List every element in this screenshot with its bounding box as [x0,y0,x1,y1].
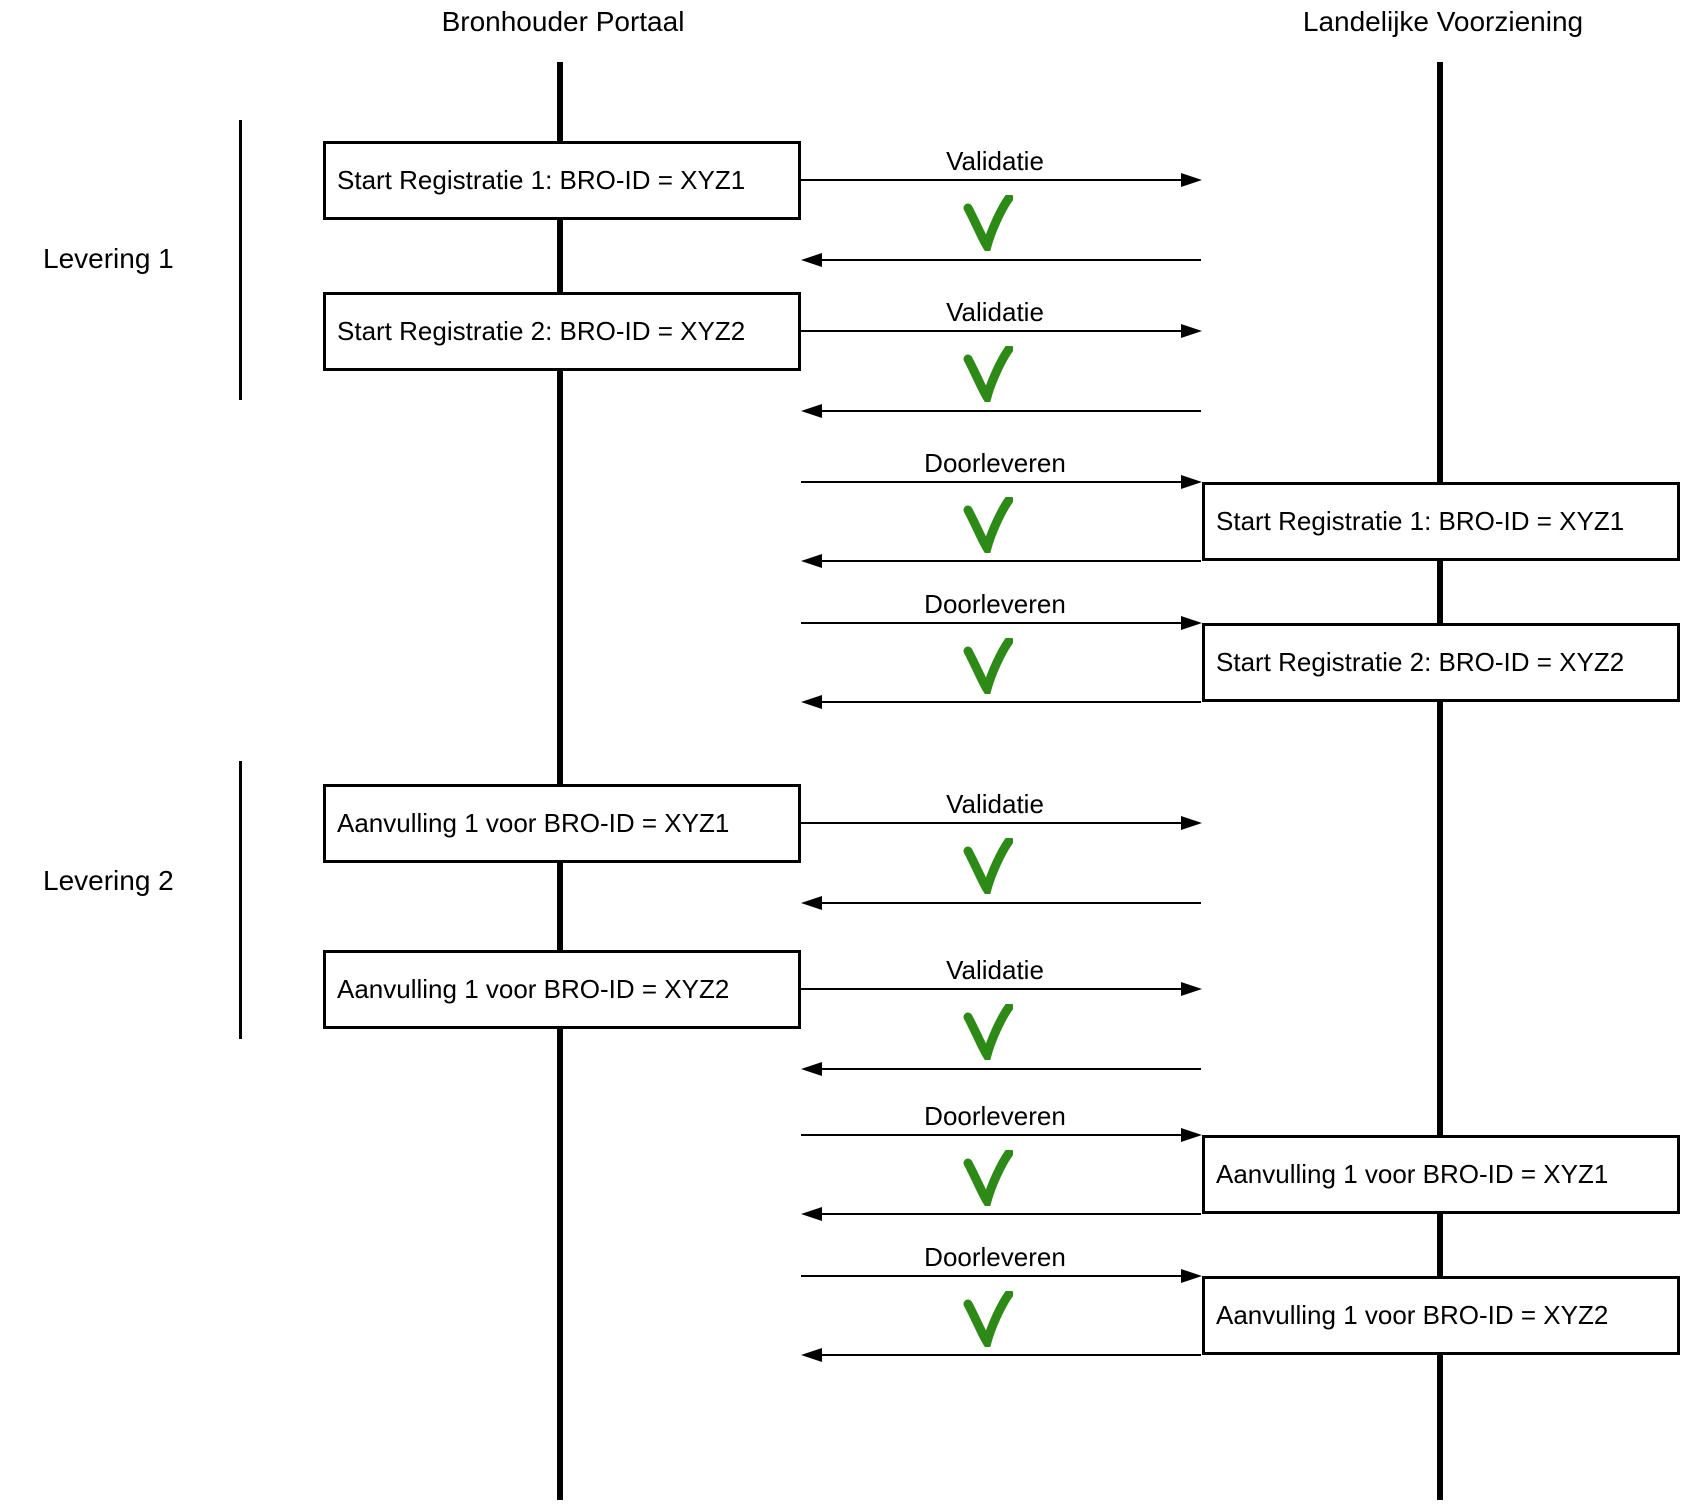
checkmark-icon [963,838,1013,894]
actor-title-bronhouder-portaal: Bronhouder Portaal [441,6,685,37]
arrow-right-icon [1181,475,1202,489]
forward-arrow [801,1275,1182,1277]
group-label-levering-1: Levering 1 [43,243,174,274]
arrow-left-icon [801,695,822,709]
arrow-left-icon [801,554,822,568]
arrow-label-doorleveren: Doorleveren [924,1101,1066,1131]
forward-arrow [801,622,1182,624]
message-box-lv-aanvulling-1-xyz2: Aanvulling 1 voor BRO-ID = XYZ2 [1202,1276,1680,1355]
forward-arrow [801,179,1182,181]
checkmark-icon [963,1150,1013,1206]
arrow-left-icon [801,253,822,267]
checkmark-icon [963,1004,1013,1060]
return-arrow [821,701,1201,703]
arrow-right-icon [1181,616,1202,630]
arrow-right-icon [1181,173,1202,187]
arrow-label-doorleveren: Doorleveren [924,1242,1066,1272]
forward-arrow [801,1134,1182,1136]
arrow-label-validatie: Validatie [946,789,1044,819]
arrow-left-icon [801,1207,822,1221]
return-arrow [821,560,1201,562]
arrow-right-icon [1181,982,1202,996]
arrow-right-icon [1181,1269,1202,1283]
arrow-right-icon [1181,1128,1202,1142]
arrow-label-validatie: Validatie [946,955,1044,985]
message-box-lv-aanvulling-1-xyz1: Aanvulling 1 voor BRO-ID = XYZ1 [1202,1135,1680,1214]
return-arrow [821,1354,1201,1356]
forward-arrow [801,822,1182,824]
forward-arrow [801,988,1182,990]
return-arrow [821,410,1201,412]
checkmark-icon [963,195,1013,251]
checkmark-icon [963,1291,1013,1347]
message-box-aanvulling-1-xyz2: Aanvulling 1 voor BRO-ID = XYZ2 [323,950,801,1029]
arrow-right-icon [1181,816,1202,830]
forward-arrow [801,481,1182,483]
arrow-left-icon [801,1062,822,1076]
arrow-label-validatie: Validatie [946,297,1044,327]
forward-arrow [801,330,1182,332]
group-bracket-levering-1 [239,120,242,400]
group-bracket-levering-2 [239,761,242,1039]
arrow-left-icon [801,404,822,418]
message-box-lv-start-registratie-1: Start Registratie 1: BRO-ID = XYZ1 [1202,482,1680,561]
return-arrow [821,1213,1201,1215]
lifeline-bronhouder-portaal [557,62,563,1500]
arrow-left-icon [801,1348,822,1362]
message-box-start-registratie-1: Start Registratie 1: BRO-ID = XYZ1 [323,141,801,220]
checkmark-icon [963,497,1013,553]
arrow-label-validatie: Validatie [946,146,1044,176]
return-arrow [821,259,1201,261]
message-box-start-registratie-2: Start Registratie 2: BRO-ID = XYZ2 [323,292,801,371]
actor-title-landelijke-voorziening: Landelijke Voorziening [1302,6,1584,37]
arrow-right-icon [1181,324,1202,338]
arrow-label-doorleveren: Doorleveren [924,448,1066,478]
return-arrow [821,902,1201,904]
checkmark-icon [963,638,1013,694]
message-box-lv-start-registratie-2: Start Registratie 2: BRO-ID = XYZ2 [1202,623,1680,702]
return-arrow [821,1068,1201,1070]
arrow-left-icon [801,896,822,910]
lifeline-landelijke-voorziening [1437,62,1443,1500]
checkmark-icon [963,346,1013,402]
message-box-aanvulling-1-xyz1: Aanvulling 1 voor BRO-ID = XYZ1 [323,784,801,863]
arrow-label-doorleveren: Doorleveren [924,589,1066,619]
group-label-levering-2: Levering 2 [43,865,174,896]
